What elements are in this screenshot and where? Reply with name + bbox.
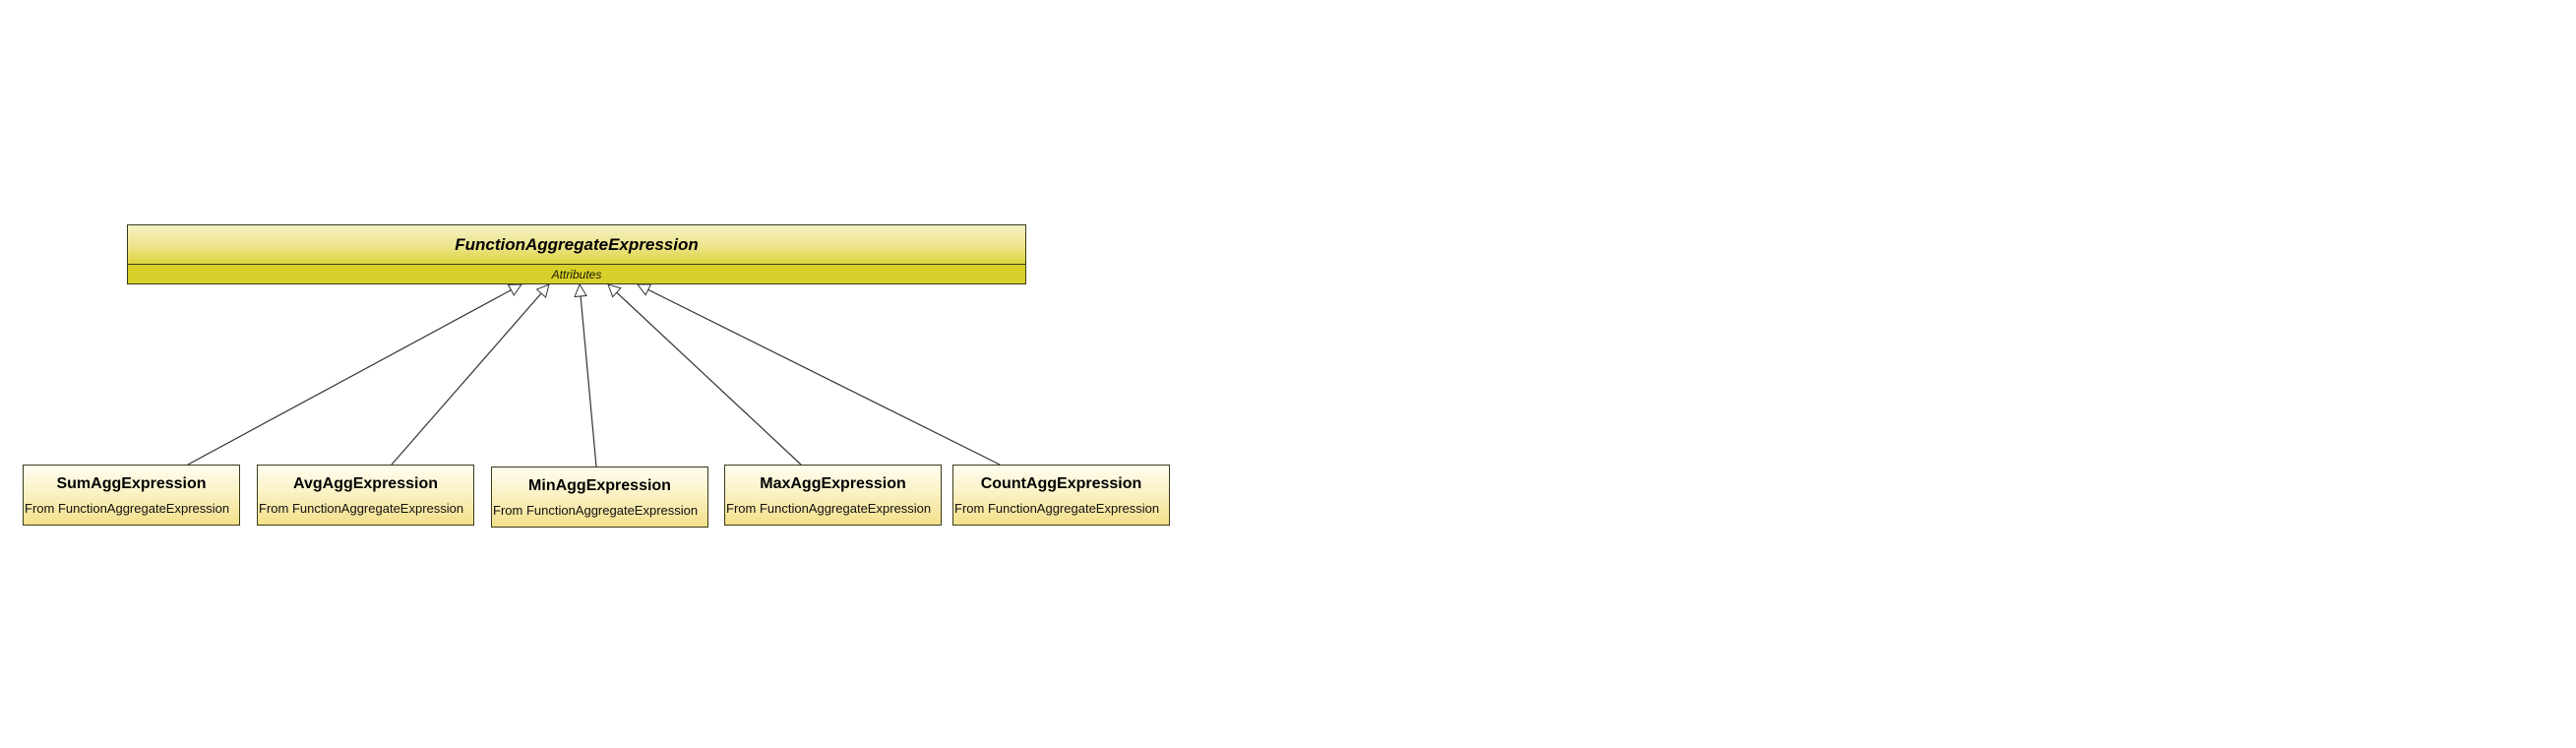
class-name: SumAggExpression [56, 475, 207, 492]
parent-class-header: FunctionAggregateExpression [128, 225, 1025, 265]
attributes-section: Attributes [551, 268, 602, 281]
class-box-max-agg-expression[interactable]: MaxAggExpression From FunctionAggregateE… [724, 465, 942, 526]
class-box-sum-agg-expression[interactable]: SumAggExpression From FunctionAggregateE… [23, 465, 240, 526]
inherited-from-label: From FunctionAggregateExpression [954, 501, 1160, 516]
edge-min-to-parent [580, 284, 597, 468]
class-name: MinAggExpression [528, 477, 671, 494]
edge-sum-to-parent [187, 284, 521, 466]
edge-avg-to-parent [391, 284, 549, 466]
class-box-min-agg-expression[interactable]: MinAggExpression From FunctionAggregateE… [491, 467, 708, 528]
inherited-from-label: From FunctionAggregateExpression [726, 501, 932, 516]
edge-max-to-parent [608, 284, 802, 466]
class-box-count-agg-expression[interactable]: CountAggExpression From FunctionAggregat… [952, 465, 1170, 526]
parent-class-box[interactable]: FunctionAggregateExpression Attributes [127, 224, 1026, 284]
class-box-avg-agg-expression[interactable]: AvgAggExpression From FunctionAggregateE… [257, 465, 474, 526]
inherited-from-label: From FunctionAggregateExpression [493, 503, 699, 518]
class-name: AvgAggExpression [293, 475, 438, 492]
inherited-from-label: From FunctionAggregateExpression [259, 501, 464, 516]
class-name: MaxAggExpression [760, 475, 906, 492]
parent-class-name: FunctionAggregateExpression [455, 234, 699, 254]
edge-count-to-parent [638, 283, 1001, 466]
inherited-from-label: From FunctionAggregateExpression [25, 501, 230, 516]
class-name: CountAggExpression [980, 475, 1142, 492]
